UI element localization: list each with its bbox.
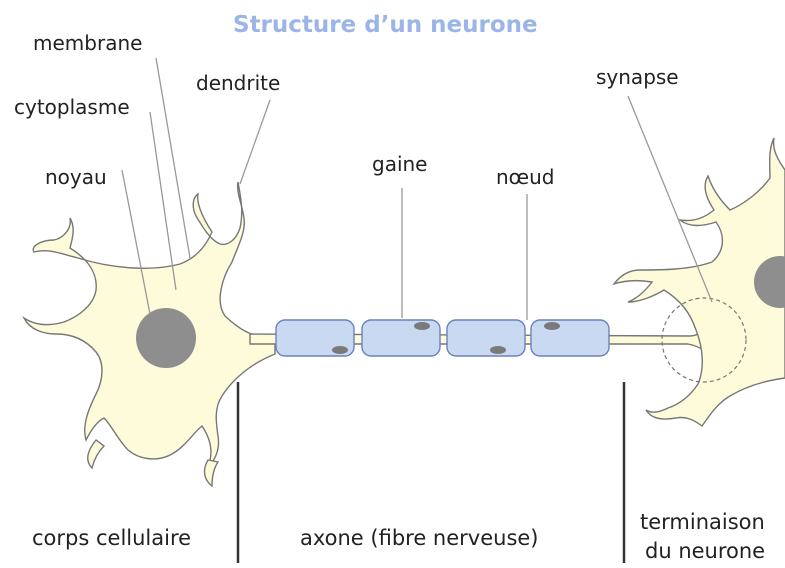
label-cytoplasme: cytoplasme xyxy=(14,97,130,117)
label-noyau: noyau xyxy=(45,167,107,187)
sheath-dot xyxy=(414,322,430,330)
label-synapse: synapse xyxy=(596,67,679,87)
section-corps-cellulaire: corps cellulaire xyxy=(32,528,191,549)
sheath-dot xyxy=(544,322,560,330)
dendrite-tip xyxy=(205,460,218,486)
section-axone: axone (fibre nerveuse) xyxy=(300,528,539,549)
label-dendrite: dendrite xyxy=(196,73,280,93)
sheath-segment xyxy=(447,320,525,356)
section-terminaison-line1: terminaison xyxy=(640,512,765,533)
nucleus-left xyxy=(136,308,196,368)
section-terminaison-line2: du neurone xyxy=(645,541,765,562)
leader-cytoplasme xyxy=(150,112,176,290)
sheath-segment xyxy=(531,320,609,356)
diagram-title: Structure d’un neurone xyxy=(233,14,538,37)
sheath-dot xyxy=(490,346,506,354)
label-gaine: gaine xyxy=(372,154,428,174)
sheath-dot xyxy=(332,346,348,354)
leader-dendrite xyxy=(240,100,270,184)
label-noeud: nœud xyxy=(496,167,555,187)
label-membrane: membrane xyxy=(33,33,142,53)
dendrite-tip xyxy=(88,440,104,468)
leader-membrane xyxy=(156,58,190,258)
